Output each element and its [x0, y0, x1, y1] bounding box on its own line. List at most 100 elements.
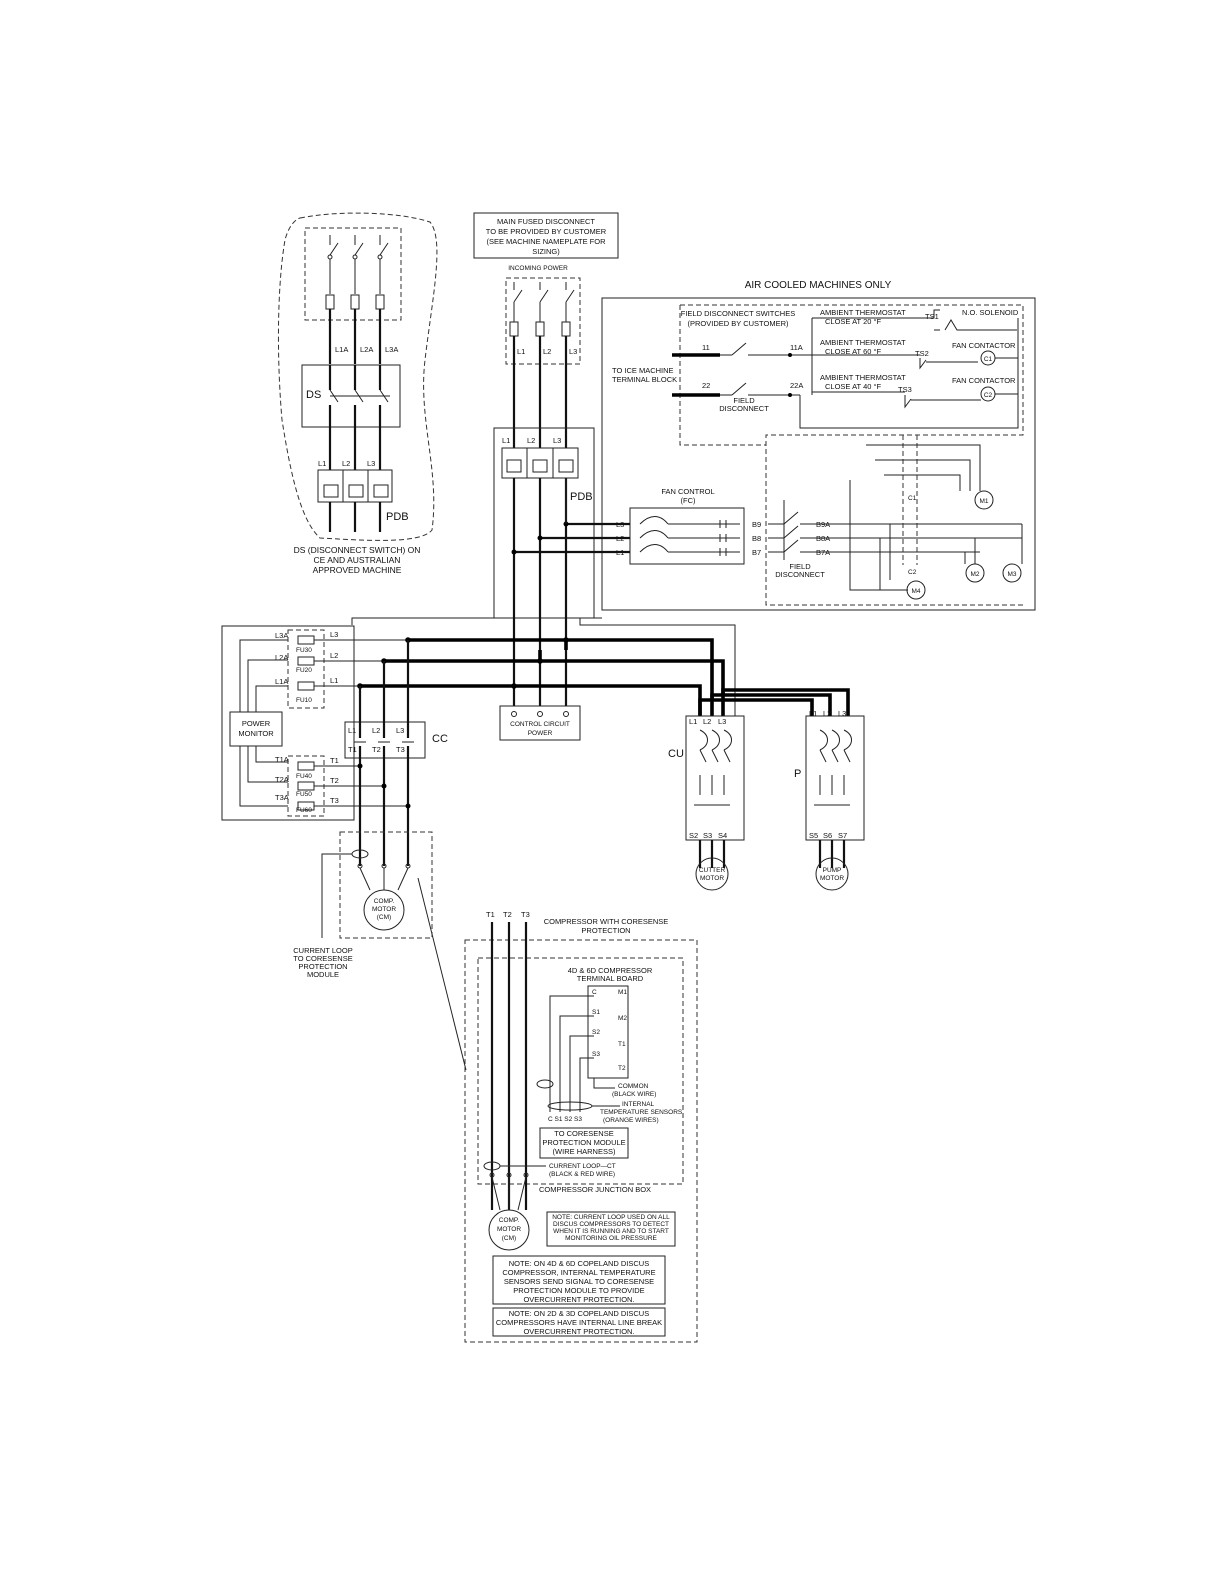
- diagram-label: M1: [618, 989, 627, 996]
- diagram-label: B7A: [816, 548, 830, 557]
- diagram-label: TS2: [915, 349, 929, 358]
- diagram-label: S6: [823, 831, 832, 840]
- diagram-label: T2A: [275, 775, 289, 784]
- diagram-label: AMBIENT THERMOSTAT: [820, 308, 906, 317]
- diagram-label: L1: [348, 726, 356, 735]
- diagram-label: POWER: [242, 719, 271, 728]
- diagram-label: CUTTER: [699, 867, 726, 874]
- diagram-label: T3: [396, 745, 405, 754]
- power-monitor-panel: POWER MONITOR L3A L2A L1A FU30 FU20 FU10…: [221, 625, 408, 821]
- diagram-label: COMPRESSOR WITH CORESENSE: [544, 917, 669, 926]
- diagram-label: L3: [569, 347, 577, 356]
- diagram-label: L2A: [275, 653, 288, 662]
- diagram-label: APPROVED MACHINE: [313, 565, 402, 575]
- diagram-label: L1: [330, 676, 338, 685]
- air-cooled-title: AIR COOLED MACHINES ONLY: [745, 280, 892, 291]
- diagram-label: T2: [503, 910, 512, 919]
- diagram-label: TO CORESENSE: [554, 1129, 613, 1138]
- control-circuit-power: CONTROL CIRCUIT POWER: [499, 705, 581, 741]
- diagram-label: T2: [330, 776, 339, 785]
- diagram-label: MOTOR: [700, 875, 724, 882]
- diagram-label: CLOSE AT 60 °F: [825, 347, 881, 356]
- diagram-label: SENSORS SEND SIGNAL TO CORESENSE: [504, 1277, 654, 1286]
- diagram-label: FAN CONTROL: [661, 487, 714, 496]
- diagram-label: T1: [348, 745, 357, 754]
- diagram-label: L2: [342, 459, 350, 468]
- diagram-label: (CM): [377, 914, 391, 921]
- diagram-label: S2: [592, 1029, 600, 1036]
- diagram-label: FU50: [296, 791, 312, 798]
- diagram-label: FIELD: [733, 396, 755, 405]
- ds-pdb-label: PDB: [386, 511, 409, 523]
- diagram-label: M1: [979, 498, 988, 505]
- diagram-label: 4D & 6D COMPRESSOR: [568, 966, 653, 975]
- diagram-label: C S1 S2 S3: [548, 1116, 582, 1123]
- terminal-board: [587, 985, 629, 1079]
- diagram-label: 22: [702, 381, 710, 390]
- fan-control: FAN CONTROL (FC) L3 L2 L1 B9 B8 B7: [616, 487, 761, 565]
- pump-motor-starter: L1 L2 L3 P S5 S6 S7 PUMP MOTOR: [794, 709, 865, 891]
- diagram-label: POWER: [528, 730, 553, 737]
- ambient-thermostats: AMBIENT THERMOSTAT CLOSE AT 20 °F TS1 N.…: [820, 308, 1019, 409]
- note-2d-3d: NOTE: ON 2D & 3D COPELAND DISCUS COMPRES…: [492, 1307, 666, 1337]
- diagram-label: CURRENT LOOP: [293, 946, 352, 955]
- diagram-label: MODULE: [307, 970, 339, 979]
- diagram-label: 11A: [790, 343, 803, 352]
- diagram-label: MOTOR: [820, 875, 844, 882]
- diagram-label: MAIN FUSED DISCONNECT: [497, 217, 595, 226]
- diagram-label: L2: [543, 347, 551, 356]
- diagram-label: TO CORESENSE: [293, 954, 352, 963]
- diagram-label: AMBIENT THERMOSTAT: [820, 373, 906, 382]
- diagram-label: NOTE: ON 4D & 6D COPELAND DISCUS: [509, 1259, 649, 1268]
- diagram-label: S7: [838, 831, 847, 840]
- diagram-label: MOTOR: [497, 1226, 521, 1233]
- diagram-label: T3: [330, 796, 339, 805]
- diagram-label: L2: [823, 709, 831, 718]
- diagram-label: COMPRESSOR, INTERNAL TEMPERATURE: [502, 1268, 655, 1277]
- diagram-label: CURRENT LOOP—CT: [549, 1163, 616, 1170]
- diagram-label: C1: [908, 495, 917, 502]
- diagram-label: S2: [689, 831, 698, 840]
- diagram-label: INTERNAL: [622, 1101, 655, 1108]
- diagram-label: FIELD DISCONNECT SWITCHES: [681, 309, 795, 318]
- diagram-label: M2: [618, 1015, 627, 1022]
- diagram-label: B9: [752, 520, 761, 529]
- diagram-label: L3: [396, 726, 404, 735]
- diagram-label: FU60: [296, 807, 312, 814]
- diagram-label: T1: [486, 910, 495, 919]
- ds-inset: L1A L2A L3A DS L1 L2 L3 PDB DS (DISCONNE…: [277, 212, 438, 575]
- diagram-label: B7: [752, 548, 761, 557]
- diagram-label: FU10: [296, 697, 312, 704]
- diagram-label: OVERCURRENT PROTECTION.: [523, 1327, 634, 1336]
- diagram-label: L3A: [275, 631, 288, 640]
- fan-motors: C1 C2 M1 M2 M3 M4: [849, 435, 1023, 600]
- diagram-label: CLOSE AT 40 °F: [825, 382, 881, 391]
- incoming-disconnect: L1 L2 L3: [505, 277, 581, 365]
- diagram-label: TO BE PROVIDED BY CUSTOMER: [486, 227, 607, 236]
- diagram-label: (SEE MACHINE NAMEPLATE FOR: [486, 237, 606, 246]
- diagram-label: L3: [330, 630, 338, 639]
- diagram-label: L2: [703, 717, 711, 726]
- diagram-label: MOTOR: [372, 906, 396, 913]
- diagram-label: PROTECTION MODULE: [542, 1138, 625, 1147]
- diagram-label: PROTECTION: [298, 962, 347, 971]
- diagram-label: S3: [703, 831, 712, 840]
- diagram-label: B8: [752, 534, 761, 543]
- tag-l1a: L1A: [335, 345, 348, 354]
- air-cooled-dashed-zone: [680, 304, 1024, 606]
- diagram-label: B8A: [816, 534, 830, 543]
- diagram-label: TS1: [925, 312, 939, 321]
- diagram-label: MONITORING OIL PRESSURE: [565, 1235, 657, 1242]
- diagram-label: L3: [553, 436, 561, 445]
- diagram-label: DISCONNECT: [775, 570, 825, 579]
- diagram-label: SIZING): [532, 247, 560, 256]
- cc-label: CC: [432, 733, 448, 745]
- diagram-label: OVERCURRENT PROTECTION.: [523, 1295, 634, 1304]
- diagram-label: (BLACK & RED WIRE): [549, 1171, 615, 1178]
- diagram-label: L1: [517, 347, 525, 356]
- diagram-label: TERMINAL BOARD: [577, 974, 644, 983]
- diagram-label: T3A: [275, 793, 289, 802]
- diagram-label: L2: [330, 651, 338, 660]
- diagram-label: TERMINAL BLOCK: [612, 375, 677, 384]
- diagram-label: COMPRESSORS HAVE INTERNAL LINE BREAK: [496, 1318, 662, 1327]
